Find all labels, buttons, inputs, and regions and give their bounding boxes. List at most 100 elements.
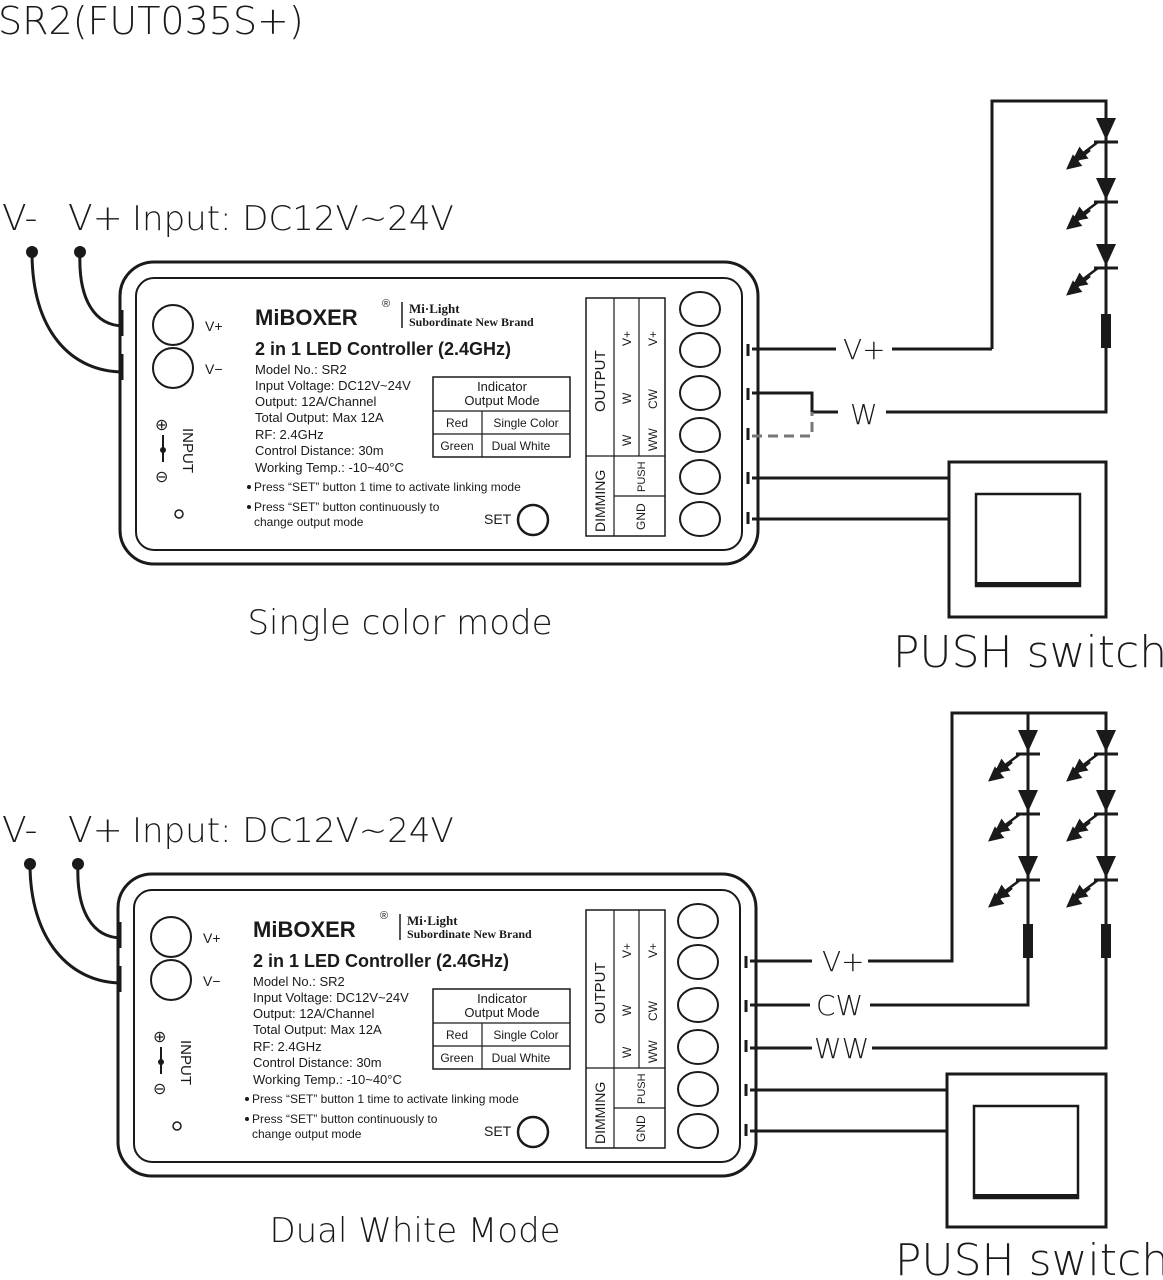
wire-label-w: W — [850, 398, 878, 431]
plus-symbol: ⊕ — [153, 1029, 166, 1046]
push-switch-1 — [947, 460, 1108, 619]
spec-input-voltage: Input Voltage: DC12V~24V — [253, 990, 409, 1005]
brand-logo: MiBOXER — [255, 305, 358, 330]
col2-vplus: V+ — [646, 943, 660, 958]
note-bullet — [245, 1117, 249, 1121]
plus-symbol: ⊕ — [155, 417, 168, 434]
wire-w-to-led — [886, 348, 1108, 414]
diagram-single-color: V- V+ Input: DC12V~24V V+ V− ⊕ ⊖ INPUT M… — [2, 99, 1163, 678]
col1-vplus: V+ — [620, 331, 634, 346]
output-label: OUTPUT — [592, 350, 609, 412]
note-bullet — [245, 1097, 249, 1101]
col2-ww: WW — [646, 428, 660, 451]
vminus-wire — [30, 251, 125, 374]
note-bullet — [247, 505, 251, 509]
spec-output: Output: 12A/Channel — [253, 1006, 375, 1021]
brand-registered: ® — [382, 298, 390, 310]
controller-2: V+ V− ⊕ ⊖ INPUT MiBOXER ® Mi·Light Subor… — [116, 872, 758, 1178]
indicator-header-1: Indicator — [477, 991, 528, 1006]
term-vminus-label: V− — [203, 973, 221, 989]
indicator-table: Indicator Output Mode Red Single Color G… — [432, 376, 571, 458]
spec-distance: Control Distance: 30m — [253, 1055, 382, 1070]
note-set-1: Press “SET” button continuously to — [252, 1112, 438, 1126]
note-bullet — [247, 485, 251, 489]
polarity-dot — [158, 1059, 164, 1065]
indicator-header-2: Output Mode — [464, 1005, 539, 1020]
vplus-screw — [150, 916, 192, 958]
term-vminus-label: V− — [205, 361, 223, 377]
set-label: SET — [484, 511, 512, 527]
terminal-pins — [118, 922, 748, 1136]
spec-rf: RF: 2.4GHz — [253, 1039, 322, 1054]
push-switch-label: PUSH switch — [893, 627, 1163, 678]
indicator-table: Indicator Output Mode Red Single Color G… — [432, 988, 571, 1070]
brand-registered: ® — [380, 910, 388, 922]
wire-label-vplus: V+ — [843, 333, 886, 366]
push-label: PUSH — [636, 1073, 648, 1104]
set-button[interactable] — [516, 503, 550, 537]
mode-caption: Dual White Mode — [269, 1211, 560, 1251]
term-vplus-label: V+ — [205, 318, 223, 334]
spec-model: Model No.: SR2 — [255, 362, 347, 377]
vminus-screw — [152, 347, 194, 389]
vplus-wire — [76, 863, 123, 940]
indicator-single-color: Single Color — [493, 1028, 558, 1042]
product-name: 2 in 1 LED Controller (2.4GHz) — [253, 951, 509, 971]
input-vminus-label: V- — [2, 198, 38, 239]
gnd-label: GND — [634, 503, 648, 530]
controller-1: V+ V− ⊕ ⊖ INPUT MiBOXER ® Mi·Light Subor… — [118, 260, 760, 566]
terminal-label-block: OUTPUT DIMMING V+ W W V+ CW WW PUSH GND — [585, 297, 666, 537]
brand-logo: MiBOXER — [253, 917, 356, 942]
status-led — [174, 509, 184, 519]
output-label: OUTPUT — [592, 962, 609, 1024]
sub-brand-line2: Subordinate New Brand — [407, 927, 532, 941]
col2-cw: CW — [646, 1000, 660, 1021]
led-diode-icon — [1066, 730, 1118, 782]
controller-inner-panel — [135, 277, 743, 551]
indicator-red: Red — [446, 1028, 468, 1042]
wire-cw-to-led — [870, 958, 1030, 1007]
terminal-label-block: OUTPUT DIMMING V+ W W V+ CW WW PUSH GND — [585, 909, 666, 1149]
spec-total-output: Total Output: Max 12A — [253, 1022, 382, 1037]
wire-ww-to-led — [872, 958, 1108, 1050]
set-button[interactable] — [516, 1115, 550, 1149]
led-strip-ww — [1066, 726, 1118, 958]
note-set-1: Press “SET” button continuously to — [254, 500, 440, 514]
output-terminals — [679, 291, 721, 537]
wire-w-jumper-dashed — [752, 412, 814, 438]
wire-label-cw: CW — [816, 989, 863, 1022]
wire-label-vplus: V+ — [822, 945, 865, 978]
col2-vplus: V+ — [646, 331, 660, 346]
col2-ww: WW — [646, 1040, 660, 1063]
indicator-red: Red — [446, 416, 468, 430]
col1-w: W — [620, 392, 634, 404]
input-voltage-label: Input: DC12V~24V — [132, 199, 454, 239]
col1-vplus: V+ — [620, 943, 634, 958]
wire-vplus-to-leds — [868, 711, 1108, 963]
spec-temp: Working Temp.: -10~40°C — [253, 1072, 402, 1087]
push-switch-label: PUSH switch — [895, 1235, 1163, 1280]
input-vplus-label: V+ — [68, 198, 123, 239]
controller-inner-panel — [133, 889, 741, 1163]
wire-vplus-led-top — [990, 99, 1108, 349]
sub-brand-line2: Subordinate New Brand — [409, 315, 534, 329]
spec-model: Model No.: SR2 — [253, 974, 345, 989]
term-vplus-label: V+ — [203, 930, 221, 946]
minus-symbol: ⊖ — [155, 469, 168, 486]
sub-brand-line1: Mi·Light — [407, 913, 458, 928]
polarity-dot — [160, 447, 166, 453]
vplus-wire — [78, 251, 125, 328]
vplus-screw — [152, 304, 194, 346]
led-diode-icon — [1066, 178, 1118, 230]
input-side-label: INPUT — [179, 428, 196, 473]
dimming-label: DIMMING — [592, 470, 608, 532]
indicator-header-2: Output Mode — [464, 393, 539, 408]
push-label: PUSH — [636, 461, 648, 492]
led-diode-icon — [1066, 118, 1118, 170]
wire-label-ww: WW — [814, 1032, 869, 1065]
page-title: SR2(FUT035S+) — [0, 0, 304, 43]
led-diode-icon — [1066, 856, 1118, 908]
input-voltage-label: Input: DC12V~24V — [132, 811, 454, 851]
spec-input-voltage: Input Voltage: DC12V~24V — [255, 378, 411, 393]
